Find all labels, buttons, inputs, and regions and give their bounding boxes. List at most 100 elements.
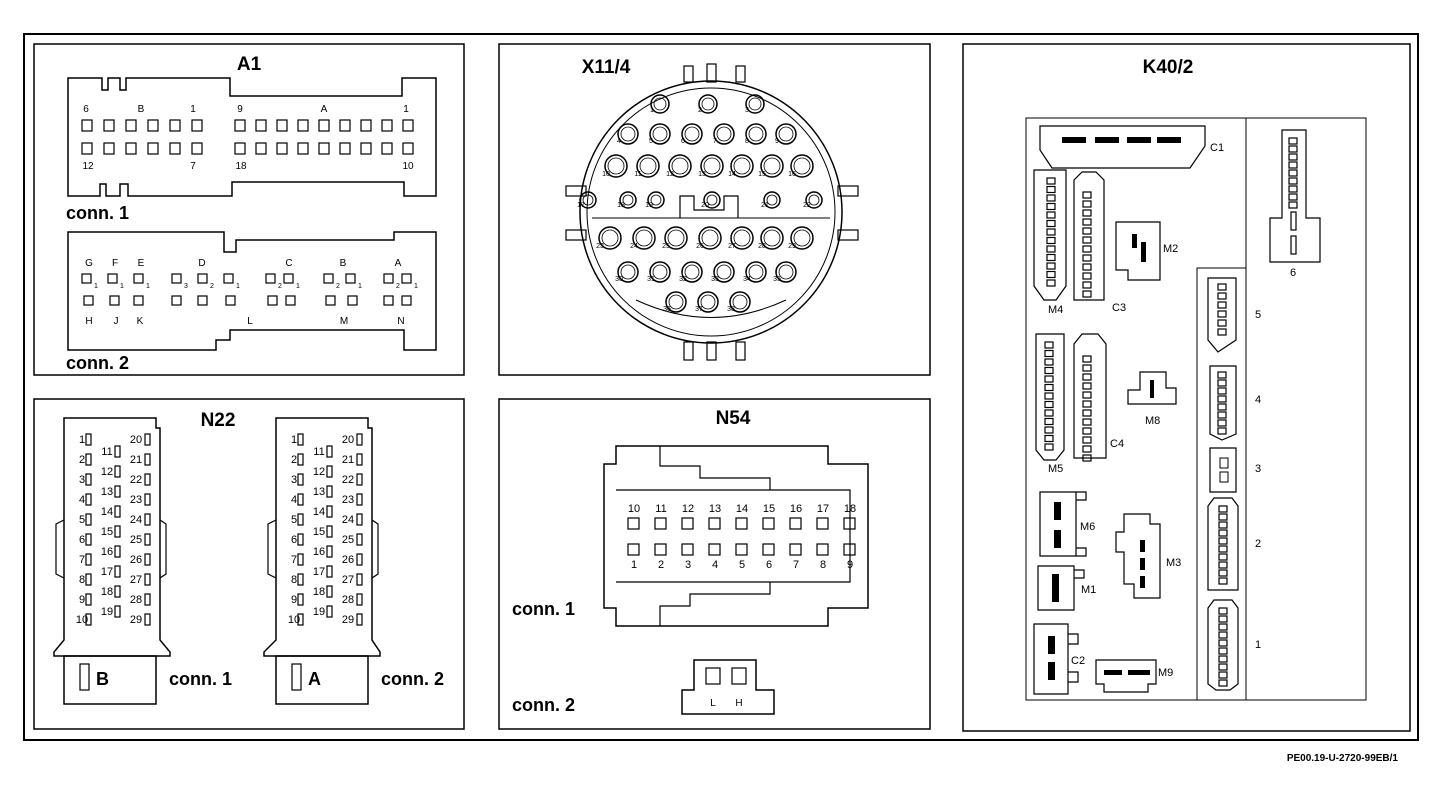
n22-pin-number: 28 (342, 594, 354, 606)
n22-pin (144, 573, 151, 586)
k402-socket-6-slots (1288, 137, 1298, 255)
a1-conn1-pin (381, 119, 393, 132)
n22-conn2-key-housing (275, 655, 369, 705)
k402-socket-4-slots (1217, 371, 1227, 435)
n22-conn1-key-housing (63, 655, 157, 705)
a1-conn2-pin-number: 2 (278, 283, 282, 290)
a1-conn1-pin (402, 142, 414, 155)
k402-slot (1217, 319, 1227, 327)
x114-pin (632, 226, 656, 250)
n22-pin (85, 613, 92, 626)
x114-pin-number: 23 (596, 243, 604, 250)
k402-slot (1046, 211, 1056, 219)
n22-conn1: B 12345678910111213141516171819202122232… (53, 417, 171, 705)
x114-pin (790, 226, 814, 250)
k402-m8-contact (1150, 380, 1154, 398)
k402-slot (1044, 349, 1054, 358)
k402-slot (1218, 631, 1228, 639)
k402-c3-slots (1082, 191, 1092, 298)
x114-pin-number: 4 (617, 138, 621, 145)
k402-socket-6 (1269, 129, 1321, 263)
a1-conn2-pin (401, 295, 412, 306)
a1-conn1-pin (234, 142, 246, 155)
k402-label-4: 4 (1255, 394, 1261, 406)
k402-slot (1082, 445, 1092, 453)
n22-pin (85, 473, 92, 486)
n22-pin (326, 585, 333, 598)
k402-label-m5: M5 (1048, 463, 1063, 475)
a1-conn1-label-12: 12 (82, 161, 94, 172)
k402-fuse-blade (1290, 235, 1297, 255)
k402-label-c1: C1 (1210, 142, 1224, 154)
a1-conn2-pin (197, 295, 208, 306)
a1-conn2-pin (109, 295, 120, 306)
a1-conn2-pin (347, 295, 358, 306)
n22-pin-number: 17 (101, 566, 113, 578)
a1-conn1-pin (125, 119, 137, 132)
k402-slot (1044, 443, 1054, 451)
n22-pin (144, 593, 151, 606)
n22-pin-number: 18 (313, 586, 325, 598)
x114-pin-inner (607, 157, 625, 175)
k402-label-m2: M2 (1163, 243, 1178, 255)
k402-socket-2-slots (1218, 505, 1228, 585)
a1-conn2-letter-k: K (137, 316, 144, 327)
x114-pin-number: 29 (788, 243, 796, 250)
a1-conn1-pins (81, 119, 414, 155)
k402-slot (1288, 201, 1298, 209)
n22-pin (297, 473, 304, 486)
panel-k402: K40/2 C1 M4 C3 M2 6 5 M5 (962, 43, 1411, 732)
a1-conn1-pin (297, 142, 309, 155)
a1-conn2-pin (285, 295, 296, 306)
panel-a1-frame (33, 43, 465, 376)
x114-pin-number: 7 (713, 138, 717, 145)
n54-pin-number: 3 (685, 559, 691, 571)
k402-m8-relay (1127, 371, 1177, 405)
a1-conn1-pin (381, 142, 393, 155)
n22-pin-number: 7 (291, 554, 297, 566)
x114-pin-inner (701, 229, 719, 247)
x114-pin-inner (748, 126, 764, 142)
k402-slot (1288, 161, 1298, 169)
k402-slot (1217, 283, 1227, 291)
x114-pin (617, 123, 639, 145)
n22-pin-number: 24 (130, 514, 142, 526)
k402-slot (1046, 177, 1056, 185)
n54-pin-number: 4 (712, 559, 718, 571)
x114-pin-inner (733, 229, 751, 247)
n22-pin-number: 18 (101, 586, 113, 598)
x114-pin (745, 123, 767, 145)
n22-pin-number: 10 (76, 614, 88, 626)
k402-slot (1082, 382, 1092, 390)
a1-conn2-pin (323, 273, 334, 284)
a1-conn1-pin (255, 119, 267, 132)
x114-pin-inner (700, 294, 716, 310)
n22-pin (326, 445, 333, 458)
k402-slot (1217, 395, 1227, 403)
x114-pin (698, 94, 718, 114)
n22-pin-number: 6 (79, 534, 85, 546)
n22-conn2-side-latch-right (371, 519, 379, 579)
k402-socket-1 (1207, 599, 1239, 691)
k402-label-c4: C4 (1110, 438, 1124, 450)
n22-pin (85, 453, 92, 466)
k402-slot (1082, 373, 1092, 381)
k402-m4-socket (1033, 169, 1067, 301)
n22-pin-number: 28 (130, 594, 142, 606)
n22-pin-number: 6 (291, 534, 297, 546)
n22-pin-number: 14 (313, 506, 325, 518)
x114-top-latches (565, 63, 859, 361)
x114-pin-inner (650, 194, 662, 206)
n54-pin (735, 517, 748, 530)
k402-slot (1046, 219, 1056, 228)
a1-conn2-letter-e: E (138, 258, 145, 269)
n54-pin-number: 8 (820, 559, 826, 571)
n22-pin-number: 12 (101, 466, 113, 478)
x114-pin-inner (766, 194, 778, 206)
x114-bottom-arc (635, 299, 787, 318)
k402-slot (1217, 292, 1227, 300)
k402-slot (1044, 392, 1054, 400)
a1-conn2-pin (171, 295, 182, 306)
